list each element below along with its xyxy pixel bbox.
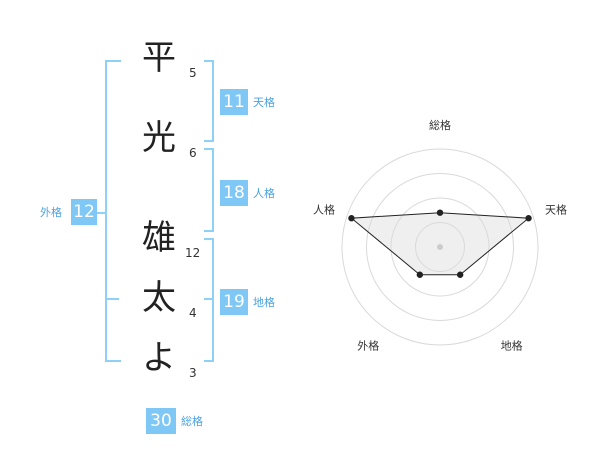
stroke-count-2: 6 [189,146,197,160]
name-char-4: 太 [142,278,176,318]
radar-area [350,212,530,276]
radar-point-0 [436,209,444,216]
gaikaku-bracket-tick [105,298,119,300]
radar-ring-4 [341,148,539,346]
jinkaku-badge: 18 [220,180,248,206]
name-char-2: 光 [142,118,176,158]
tenkaku-bracket [204,60,214,142]
soukaku-badge: 30 [146,408,176,434]
radar-ring-3 [366,173,514,321]
radar-ring-2 [390,197,490,297]
soukaku-label: 総格 [181,415,203,428]
jinkaku-label: 人格 [253,187,275,200]
radar-axis-label-0: 総格 [429,118,451,132]
chikaku-label: 地格 [253,296,275,309]
radar-point-1 [525,215,532,222]
radar-axis-label-4: 人格 [313,202,335,216]
stroke-count-1: 5 [189,66,197,80]
name-char-1: 平 [142,38,176,78]
radar-point-4 [348,215,355,222]
chikaku-bracket-tick [204,298,214,300]
radar-axis-label-1: 天格 [545,202,567,216]
tenkaku-label: 天格 [253,96,275,109]
radar-axis-label-3: 外格 [357,339,379,353]
radar-rings [341,148,539,346]
radar-point-2 [456,271,464,278]
name-char-3: 雄 [142,218,176,258]
tenkaku-badge: 11 [220,89,248,115]
chikaku-bracket [204,238,214,362]
radar-center-dot [437,244,443,250]
radar-axis-label-2: 地格 [501,339,523,353]
gaikaku-badge: 12 [71,199,97,225]
radar-point-3 [416,271,424,278]
gaikaku-bracket [105,60,121,362]
gaikaku-connector [97,212,105,214]
stroke-count-3: 12 [185,246,201,260]
gaikaku-label: 外格 [40,206,62,219]
name-char-5: よ [142,338,176,378]
jinkaku-bracket [204,148,214,232]
radar-ring-1 [415,222,465,272]
stroke-count-5: 3 [189,366,197,380]
stroke-count-4: 4 [189,306,197,320]
radar-points [348,209,532,278]
chikaku-badge: 19 [220,289,248,315]
